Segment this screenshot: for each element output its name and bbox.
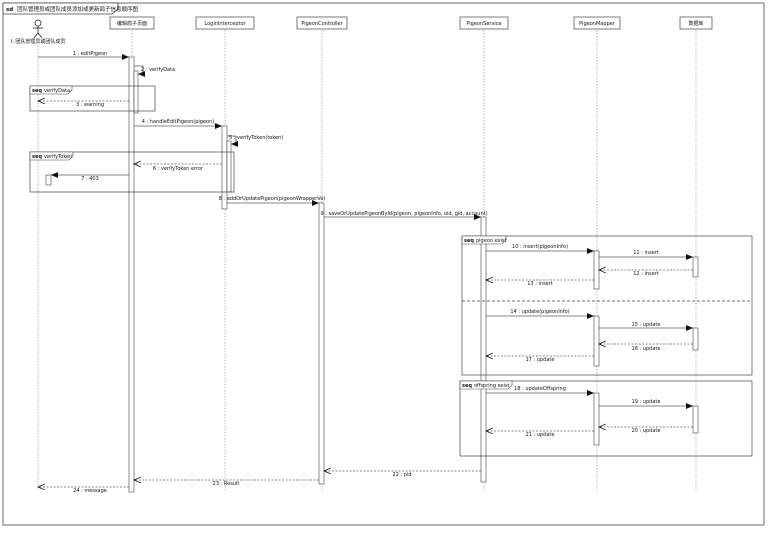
message-label: 10 : insert(pigeonInfo) xyxy=(512,244,568,250)
message-19: 19 : update xyxy=(599,399,693,409)
messages: 1 : editPigeon 2 : verifyData 3 : warning 4… xyxy=(38,51,693,494)
message-label: 23 : Result xyxy=(213,481,240,487)
svg-text:PigeonService: PigeonService xyxy=(466,21,501,27)
frame-title: sd 团队管理员或团队成员添加或更新鸽子信息顺序图 xyxy=(6,5,138,13)
message-1: 1 : editPigeon xyxy=(38,51,129,60)
activation-db-update xyxy=(692,327,699,351)
message-23: 23 : Result xyxy=(134,480,319,487)
message-label: 17 : update xyxy=(526,357,555,363)
message-label: 12 : insert xyxy=(633,271,659,277)
message-2: 2 : verifyData xyxy=(134,65,175,77)
message-16: 16 : update xyxy=(599,344,693,352)
message-24: 24 : message xyxy=(38,487,129,494)
activation-pigeon-service xyxy=(480,216,487,483)
message-label: 14 : update(pigeonInfo) xyxy=(510,309,569,315)
message-17: 17 : update xyxy=(486,356,594,363)
participant-edit-page: 编辑鸽子页面 xyxy=(109,16,155,30)
activation-db-offspring xyxy=(692,405,699,434)
message-label: 24 : message xyxy=(73,488,107,494)
svg-text:数据库: 数据库 xyxy=(688,20,703,27)
activation-mapper-offspring xyxy=(593,392,600,446)
message-5: 5 : verifyToken(token) xyxy=(227,135,283,147)
message-11: 11 : insert xyxy=(599,250,693,260)
activation-mapper-update xyxy=(593,315,600,367)
svg-text:LoginInterceptor: LoginInterceptor xyxy=(204,21,246,27)
activation-edit-page xyxy=(128,56,135,493)
message-18: 18 : updateOffspring xyxy=(486,386,594,396)
svg-text:PigeonMapper: PigeonMapper xyxy=(579,21,616,27)
message-label: 2 : verifyData xyxy=(141,67,175,73)
message-14: 14 : update(pigeonInfo) xyxy=(486,309,594,319)
message-7: 7 : 403 xyxy=(51,172,129,182)
activation-verify-data xyxy=(133,70,139,114)
message-22: 22 : pid xyxy=(324,471,481,478)
message-20: 20 : update xyxy=(599,427,693,434)
message-label: 5 : verifyToken(token) xyxy=(229,135,283,141)
message-label: 16 : update xyxy=(632,346,661,352)
participant-pigeon-service: PigeonService xyxy=(459,16,509,30)
activation-db-insert xyxy=(692,256,699,278)
message-label: 11 : insert xyxy=(633,250,659,256)
message-4: 4 : handleEditPigeon(pigeon) xyxy=(134,119,222,129)
message-9: 9 : saveOrUpdatePigeonById(pigeon, pigeo… xyxy=(320,211,488,220)
message-21: 21 : update xyxy=(486,431,594,438)
message-label: 4 : handleEditPigeon(pigeon) xyxy=(142,119,215,125)
message-8: 8 : addOrUpdatePigeon(pigeonWrapperVo) xyxy=(219,196,326,206)
participant-pigeon-mapper: PigeonMapper xyxy=(573,16,621,30)
message-3: 3 : warning xyxy=(38,101,129,108)
activation-verify-token xyxy=(226,140,232,193)
svg-text:编辑鸽子页面: 编辑鸽子页面 xyxy=(117,20,147,27)
message-label: 19 : update xyxy=(632,399,661,405)
message-arrow xyxy=(227,135,238,147)
participant-pigeon-controller: PigeonController xyxy=(296,16,348,30)
actor-figure xyxy=(33,19,43,39)
activation-pigeon-controller xyxy=(318,202,325,485)
message-label: 22 : pid xyxy=(393,472,412,478)
actor-label: I: 团队管理员或团队成员 xyxy=(11,38,66,45)
frame-border xyxy=(2,2,765,526)
message-10: 10 : insert(pigeonInfo) xyxy=(486,244,594,254)
message-label: 15 : update xyxy=(632,322,661,328)
message-13: 13 : insert xyxy=(486,280,594,287)
message-label: 21 : update xyxy=(526,432,555,438)
message-label: 20 : update xyxy=(632,428,661,434)
lifelines xyxy=(37,30,697,490)
activation-bars xyxy=(45,56,699,493)
message-label: 1 : editPigeon xyxy=(73,51,107,57)
svg-text:PigeonController: PigeonController xyxy=(301,21,343,27)
message-arrow xyxy=(134,65,145,77)
participant-database: 数据库 xyxy=(679,16,713,30)
frame-tab xyxy=(2,2,119,15)
participant-login-interceptor: LoginInterceptor xyxy=(195,16,255,30)
message-label: 3 : warning xyxy=(76,102,104,108)
message-label: 8 : addOrUpdatePigeon(pigeonWrapperVo) xyxy=(219,196,326,202)
message-label: 6 : verifyToken error xyxy=(153,166,204,172)
message-label: 13 : insert xyxy=(527,281,553,287)
message-label: 9 : saveOrUpdatePigeonById(pigeon, pigeo… xyxy=(320,211,487,217)
message-label: 18 : updateOffspring xyxy=(514,386,566,392)
activation-actor xyxy=(45,174,52,186)
message-6: 6 : verifyToken error xyxy=(134,164,222,172)
message-label: 7 : 403 xyxy=(81,176,99,182)
activation-mapper-insert xyxy=(593,250,600,290)
message-12: 12 : insert xyxy=(599,270,693,277)
message-15: 15 : update xyxy=(599,322,693,331)
